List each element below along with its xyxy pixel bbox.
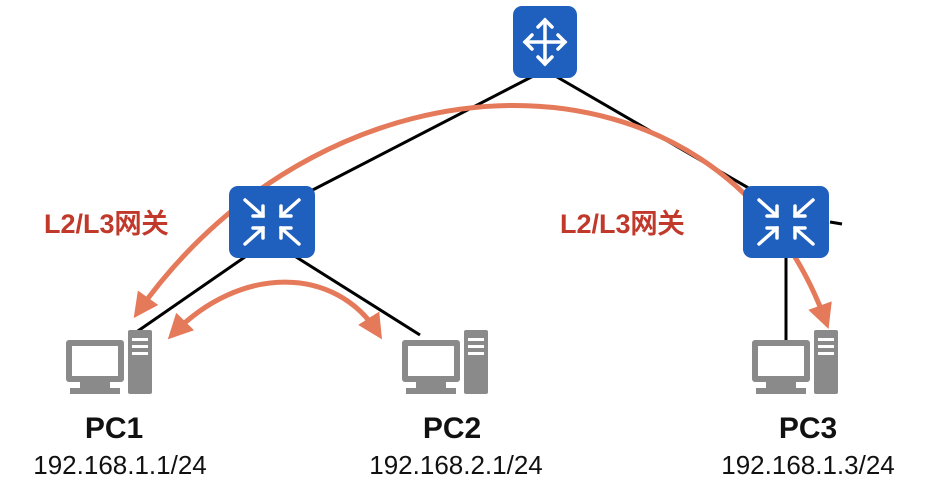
host-pc2-name: PC2 <box>423 412 481 445</box>
gateway-label-right: L2/L3网关 <box>560 209 685 239</box>
l3-switch-icon <box>757 198 815 246</box>
host-pc1-name: PC1 <box>85 412 143 445</box>
pc-icon <box>66 330 152 394</box>
host-pc1[interactable] <box>66 330 152 394</box>
link-switch-left-pc2 <box>284 248 421 337</box>
host-pc2-ip: 192.168.2.1/24 <box>369 450 543 480</box>
host-pc3[interactable] <box>752 330 838 394</box>
l3-switch-icon <box>243 198 301 246</box>
pc-icon <box>402 330 488 394</box>
traffic-arc-pc1-pc2 <box>167 279 383 340</box>
host-pc2[interactable] <box>402 330 488 394</box>
link-router-switch-left <box>269 68 546 214</box>
gateway-label-left: L2/L3网关 <box>44 209 169 239</box>
router[interactable] <box>513 6 577 78</box>
switch-right-body <box>743 186 829 258</box>
switch-left[interactable] <box>229 186 315 258</box>
host-pc3-ip: 192.168.1.3/24 <box>721 450 895 480</box>
switch-right[interactable] <box>743 186 829 258</box>
link-switch-right-stub <box>829 220 843 226</box>
host-pc1-ip: 192.168.1.1/24 <box>33 450 207 480</box>
pc-icon <box>752 330 838 394</box>
switch-left-body <box>229 186 315 258</box>
host-pc3-name: PC3 <box>779 412 837 445</box>
router-icon <box>522 17 568 67</box>
